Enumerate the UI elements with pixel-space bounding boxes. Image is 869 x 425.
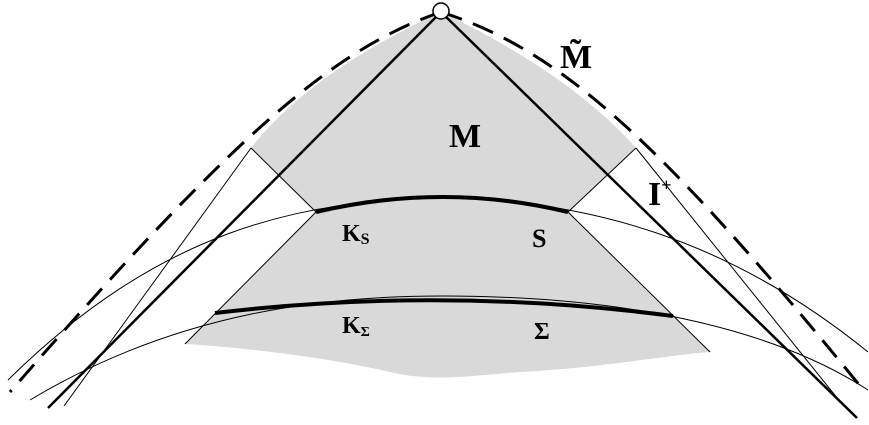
label-K-Sigma-sub: Σ	[361, 325, 370, 340]
cone-edge-right-lower	[567, 211, 711, 353]
surface-Sigma	[214, 298, 674, 318]
null-line-right-thin	[635, 147, 843, 405]
null-line-left	[47, 11, 442, 409]
scri-plus-line	[440, 11, 858, 419]
label-K-S-base: K	[342, 221, 361, 247]
label-K-S-sub: S	[361, 231, 370, 248]
vertex-point	[432, 2, 450, 20]
boundary-M-tilde-right	[440, 10, 867, 393]
boundary-M-tilde-left	[8, 10, 442, 393]
label-Sigma: Σ	[534, 319, 550, 345]
cone-edge-right-upper	[567, 147, 637, 213]
hyperboloid-Sigma-extension	[29, 295, 869, 401]
surface-S	[315, 195, 569, 214]
null-line-left-thin	[63, 147, 252, 407]
label-K-S: KS	[342, 221, 370, 248]
region-lower-shade	[185, 197, 710, 378]
region-M-shade	[251, 12, 636, 212]
label-I-plus-base: I	[648, 176, 661, 213]
label-K-Sigma-base: K	[342, 313, 361, 339]
label-K-Sigma: KΣ	[342, 313, 370, 340]
cone-edge-left-upper	[250, 147, 317, 213]
label-S: S	[532, 224, 546, 253]
cone-edge-left-lower	[184, 211, 317, 345]
label-M: M	[449, 118, 481, 155]
label-I-plus: I+	[648, 175, 672, 213]
label-I-plus-sup: +	[661, 175, 671, 195]
label-M-tilde: M̃	[560, 39, 592, 76]
